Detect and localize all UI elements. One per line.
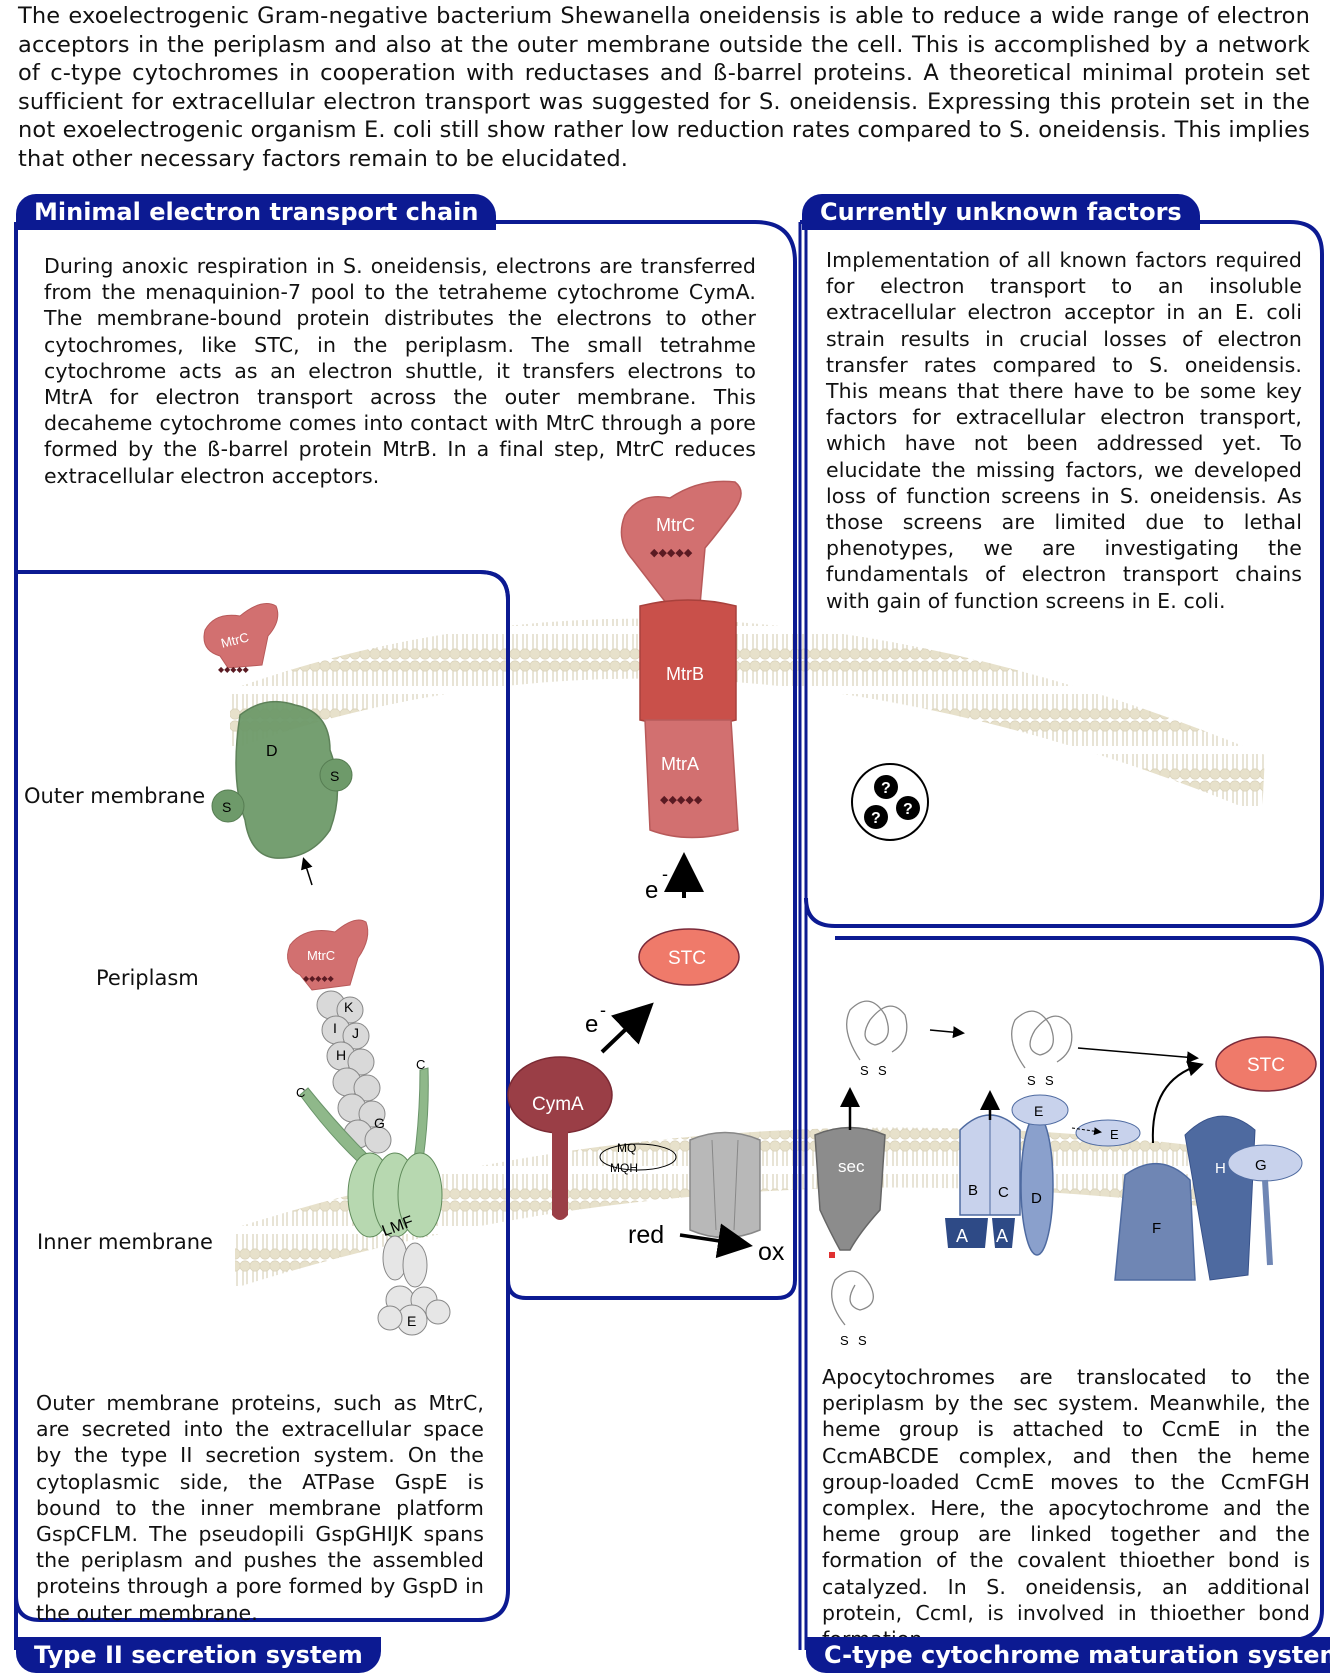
ss-3b: S	[858, 1333, 867, 1348]
ss-2b: S	[1045, 1073, 1054, 1088]
gspd-pore: D S S	[211, 700, 353, 859]
gsp-g-label: G	[374, 1115, 385, 1131]
mtrb-protein: MtrB	[639, 599, 737, 727]
reductase-protein	[689, 1131, 761, 1239]
pseudopilus	[316, 990, 392, 1154]
stc-protein-center: STC	[638, 928, 740, 986]
mtra-protein: MtrA ◆◆◆◆◆	[644, 719, 739, 839]
ss-2a: S	[1027, 1073, 1036, 1088]
ccm-f: F	[1114, 1162, 1196, 1281]
ccm-abcde-complex: B C A A D E E	[945, 1090, 1141, 1256]
svg-text:CymA: CymA	[532, 1094, 584, 1115]
svg-text:sec: sec	[838, 1157, 865, 1176]
panel-frames	[14, 220, 1324, 1650]
mtra-hemes: ◆◆◆◆◆	[660, 793, 703, 806]
unknown-factors-text: Implementation of all known factors requ…	[826, 248, 1302, 613]
mq-cycle: MQ MQH	[599, 1141, 677, 1175]
tab-ccm-system: C-type cytochrome maturation system	[806, 1637, 1330, 1673]
apocytochrome-1	[846, 1000, 908, 1061]
lmf-platform: LMF	[347, 1152, 443, 1240]
ss-3a: S	[840, 1333, 849, 1348]
svg-text:STC: STC	[668, 948, 706, 969]
electron-sup-2: -	[600, 1000, 606, 1020]
red-ox-arrow	[679, 1223, 753, 1259]
mtra-label: MtrA	[661, 754, 699, 774]
svg-text:?: ?	[881, 780, 891, 797]
sec-translocon: sec	[814, 1087, 886, 1251]
svg-text:D: D	[266, 743, 278, 760]
signal-peptide	[829, 1252, 835, 1258]
svg-text:F: F	[1152, 1220, 1161, 1237]
gsp-j-label: J	[352, 1025, 359, 1041]
svg-text:A: A	[956, 1226, 968, 1246]
outer-membrane-band	[230, 618, 1265, 815]
svg-text:MtrC: MtrC	[219, 629, 250, 650]
apocytochrome-2	[1011, 1010, 1073, 1069]
unknown-factors-icon: ? ? ?	[851, 763, 929, 841]
svg-text:STC: STC	[1247, 1055, 1285, 1076]
stc-protein-right: STC	[1215, 1036, 1317, 1092]
ccm-text: Apocytochromes are translocated to the p…	[822, 1365, 1310, 1651]
type2-secretion-text: Outer membrane proteins, such as MtrC, a…	[36, 1391, 484, 1625]
gsp-h-label: H	[336, 1047, 346, 1063]
ss-1b: S	[878, 1063, 887, 1078]
svg-text:E: E	[1110, 1127, 1119, 1142]
gsp-e-label: E	[407, 1313, 416, 1329]
minimal-chain-text: During anoxic respiration in S. oneidens…	[44, 254, 756, 488]
ss-1a: S	[860, 1063, 869, 1078]
gspe-atpase	[377, 1235, 451, 1336]
cyma-protein: CymA	[507, 1056, 613, 1220]
electron-label-1: e	[645, 877, 658, 904]
periplasm-label: Periplasm	[96, 966, 199, 990]
electron-arrow-2	[600, 1002, 654, 1054]
gsp-c-right: C	[416, 1057, 425, 1072]
svg-text:MtrC: MtrC	[307, 948, 335, 963]
svg-text:B: B	[968, 1182, 978, 1199]
outer-membrane-label: Outer membrane	[24, 784, 206, 808]
svg-text:?: ?	[903, 801, 913, 818]
ccm-to-stc-arrow	[1151, 1060, 1204, 1144]
svg-text:D: D	[1031, 1190, 1042, 1207]
mtrc-protein: MtrC ◆◆◆◆◆	[620, 480, 742, 609]
electron-label-2: e	[585, 1011, 598, 1038]
inner-membrane-label: Inner membrane	[37, 1230, 213, 1254]
gsp-k-label: K	[344, 999, 354, 1015]
tab-type2-secretion: Type II secretion system	[16, 1637, 381, 1673]
tab-minimal-chain: Minimal electron transport chain	[16, 194, 497, 230]
svg-text:C: C	[998, 1184, 1009, 1201]
mtrc-label: MtrC	[656, 515, 695, 535]
svg-text:MQH: MQH	[610, 1161, 638, 1175]
secretion-arrow	[301, 857, 313, 886]
svg-text:A: A	[996, 1226, 1008, 1246]
mtrc-pseudopilus-tip: MtrC ◆◆◆◆◆	[287, 919, 369, 991]
mtrc-hemes: ◆◆◆◆◆	[650, 546, 693, 559]
svg-text:◆◆◆◆◆: ◆◆◆◆◆	[218, 665, 250, 674]
apo-arrow-2	[1077, 1047, 1199, 1064]
gsp-c-left: C	[296, 1085, 305, 1100]
red-label: red	[628, 1221, 664, 1249]
apocytochrome-3	[831, 1270, 874, 1326]
tab-unknown-factors: Currently unknown factors	[802, 194, 1200, 230]
svg-text:S: S	[330, 768, 339, 784]
svg-text:H: H	[1215, 1160, 1226, 1177]
svg-text:G: G	[1255, 1157, 1267, 1174]
electron-sup-1: -	[662, 864, 668, 884]
mtrb-label: MtrB	[666, 664, 704, 684]
ccm-gh: H G	[1184, 1115, 1303, 1281]
svg-text:?: ?	[871, 810, 881, 827]
gsp-i-label: I	[333, 1020, 337, 1036]
mtrc-secreted: MtrC ◆◆◆◆◆	[203, 603, 279, 674]
apo-arrow-1	[929, 1026, 965, 1039]
svg-text:E: E	[1034, 1103, 1043, 1119]
ox-label: ox	[758, 1238, 785, 1266]
intro-paragraph: The exoelectrogenic Gram-negative bacter…	[18, 3, 1310, 172]
svg-text:◆◆◆◆◆: ◆◆◆◆◆	[303, 974, 335, 983]
svg-text:S: S	[222, 799, 231, 815]
svg-text:MQ: MQ	[617, 1141, 636, 1155]
